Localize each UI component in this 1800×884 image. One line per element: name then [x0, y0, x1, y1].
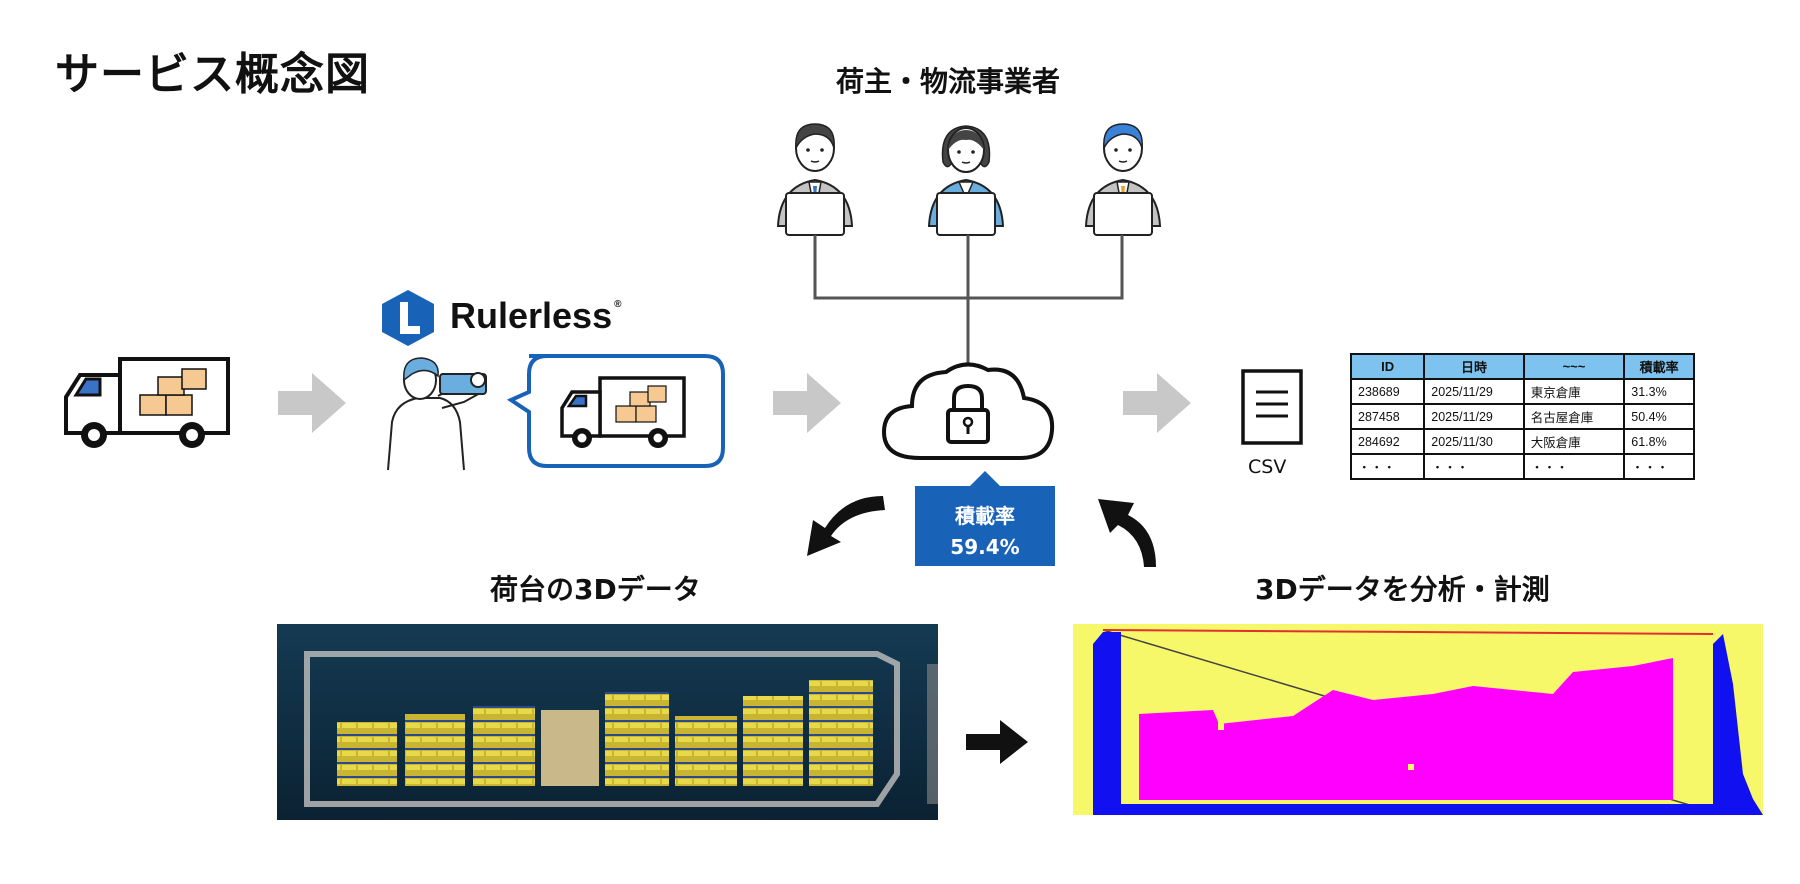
curved-arrow-up-left-icon [1098, 499, 1156, 567]
right-arrow-icon [966, 720, 1028, 764]
loading-rate-value: 59.4% [950, 535, 1020, 559]
table-cell: 2025/11/29 [1423, 403, 1525, 430]
cloud-lock-icon [881, 362, 1055, 460]
csv-col-header: ~~~ [1522, 353, 1626, 380]
table-row: 238689 2025/11/29 東京倉庫 31.3% [1349, 378, 1695, 405]
table-cell: 大阪倉庫 [1522, 428, 1626, 455]
table-cell: ・・・ [1349, 453, 1426, 480]
person-taking-photo-icon [387, 357, 487, 471]
flow-arrow-1 [278, 373, 346, 433]
table-cell: 名古屋倉庫 [1522, 403, 1626, 430]
pointcloud-label: 荷台の3Dデータ [490, 573, 701, 606]
csv-col-header: 積載率 [1623, 353, 1695, 380]
table-row: 287458 2025/11/29 名古屋倉庫 50.4% [1349, 403, 1695, 430]
rulerless-logo-icon [382, 290, 434, 346]
table-cell: 238689 [1349, 378, 1426, 405]
table-row: 284692 2025/11/30 大阪倉庫 61.8% [1349, 428, 1695, 455]
flow-arrow-2 [773, 373, 841, 433]
csv-label: CSV [1248, 456, 1287, 478]
table-cell: 50.4% [1623, 403, 1695, 430]
pointcloud-image [277, 624, 938, 820]
loading-rate-badge: 積載率 59.4% [915, 471, 1055, 566]
stakeholders-label: 荷主・物流事業者 [836, 65, 1061, 98]
csv-col-header: ID [1349, 353, 1426, 380]
businessperson-1-icon [776, 123, 854, 236]
table-cell: 東京倉庫 [1522, 378, 1626, 405]
rulerless-name: Rulerless [450, 295, 613, 336]
analysis-image [1073, 624, 1763, 815]
table-row: ・・・ ・・・ ・・・ ・・・ [1349, 453, 1695, 480]
businessperson-3-icon [1084, 123, 1162, 236]
table-cell: 2025/11/29 [1423, 378, 1525, 405]
table-cell: ・・・ [1623, 453, 1695, 480]
table-cell: ・・・ [1423, 453, 1525, 480]
flow-arrow-3 [1123, 373, 1191, 433]
analysis-label: 3Dデータを分析・計測 [1255, 573, 1550, 606]
table-cell: ・・・ [1522, 453, 1626, 480]
businessperson-2-icon [927, 125, 1005, 236]
csv-col-header: 日時 [1423, 353, 1525, 380]
truck-in-bubble-icon [560, 376, 686, 448]
document-icon [1241, 369, 1303, 445]
csv-table: ID 日時 ~~~ 積載率 238689 2025/11/29 東京倉庫 31.… [1349, 353, 1695, 480]
table-cell: 284692 [1349, 428, 1426, 455]
csv-header-row: ID 日時 ~~~ 積載率 [1349, 353, 1695, 380]
table-cell: 31.3% [1623, 378, 1695, 405]
rulerless-brand-name: Rulerless® [450, 295, 621, 337]
registered-mark: ® [614, 299, 622, 310]
curved-arrow-down-left-icon [807, 496, 885, 556]
loading-rate-label: 積載率 [955, 504, 1015, 528]
truck-with-boxes-icon [64, 357, 230, 448]
table-cell: 61.8% [1623, 428, 1695, 455]
page-title: サービス概念図 [55, 49, 370, 100]
table-cell: 2025/11/30 [1423, 428, 1525, 455]
table-cell: 287458 [1349, 403, 1426, 430]
